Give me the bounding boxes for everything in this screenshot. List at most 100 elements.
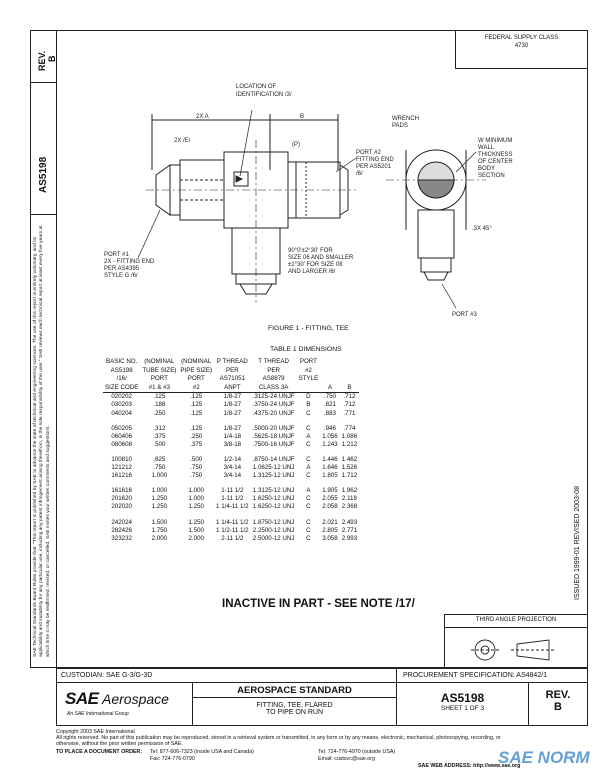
sidebar-rev-label: REV. [37,50,47,71]
branch-port [231,227,281,275]
dim-b-label: B [300,114,304,120]
table-cell: 2.000 [151,534,168,542]
table-header-row-1: BASIC NO. (NOMINAL (NOMINAL P THREAD T T… [103,358,359,367]
spacer-cell [103,512,359,519]
spacer-cell [103,480,359,487]
table-cell: .8750-14 UNJF [252,455,295,463]
header-cell: #2 [178,383,215,394]
table-cell: 282426 [111,526,132,534]
table-cell: .712 [343,393,356,401]
table-cell: 2.368 [341,503,358,511]
table-cell: .500 [153,440,166,448]
title-line-1: FITTING, TEE, FLARED [256,702,333,709]
table-cell: 161616 [111,487,132,495]
table-cell: 1.250 [188,503,204,511]
svg-text:SIZE 06 AND SMALLER: SIZE 06 AND SMALLER [288,255,354,261]
table-cell: 1.712 [341,472,358,480]
table-cell: 1/8-27 [223,401,242,409]
sae-logo: SAE Aerospace An SAE International Group [57,683,193,725]
watermark-logo: SAE NORM [498,748,590,767]
table-cell: 1.000 [188,495,204,503]
table-cell: 1-11 1/2 [221,495,244,503]
drawing-frame: FEDERAL SUPPLY CLASS 4730 [56,30,588,668]
sidebar-rev-cell: REV. B [31,31,57,83]
table-cell: 1.000 [151,472,168,480]
header-cell [320,358,339,367]
issue-revision-note: ISSUED 1999-01 REVISED 2003-08 [574,485,581,600]
svg-text:SECTION: SECTION [478,173,505,179]
table-cell: A [306,432,311,440]
table-cell: 202020 [111,503,132,511]
table-cell: 1.500 [188,526,204,534]
spacer-cell [103,418,359,425]
table-cell: C [306,518,311,526]
table-cell: 2.2500-12 UNJ [252,526,295,534]
table-cell: 1/8-27 [223,409,242,417]
doc-number: AS5198 [440,691,485,705]
table-cell: .125 [190,393,203,401]
procurement-spec: PROCUREMENT SPECIFICATION: AS4842/1 [397,669,587,683]
table-group-spacer [103,449,359,456]
table-group-spacer [103,512,359,519]
svg-text:PER AS5201: PER AS5201 [356,164,392,170]
table-cell: 1 1/4-11 1/2 [216,503,249,511]
header-cell: B [339,383,360,394]
table-cell: C [306,495,311,503]
title-area: AEROSPACE STANDARD FITTING, TEE, FLARED … [193,683,397,725]
table-cell: 2-11 1/2 [221,534,244,542]
header-cell: #1 & #3 [140,383,179,394]
svg-text:PADS: PADS [392,123,408,129]
table-cell: 1 1/2-11 1/2 [216,526,249,534]
dimensions-table: BASIC NO. (NOMINAL (NOMINAL P THREAD T T… [103,358,360,543]
federal-supply-label: FEDERAL SUPPLY CLASS [484,35,559,41]
table-cell: 201620 [111,495,132,503]
figure-caption: FIGURE 1 - FITTING, TEE [268,325,349,332]
table-header-row-3: /16/ PORT PORT AS71051 AS8879 STYLE [103,375,359,384]
table-cell: .625 [153,455,166,463]
svg-text:W MINIMUM: W MINIMUM [478,138,512,144]
header-cell: TUBE SIZE) [142,366,177,374]
header-cell: #2 [304,366,312,374]
table-cell: 2.493 [341,518,358,526]
header-cell: PER [267,366,280,374]
order-label: TO PLACE A DOCUMENT ORDER: [56,749,143,755]
table-cell: .821 [323,401,336,409]
header-cell: PIPE SIZE) [180,366,213,374]
table-cell: 1.000 [151,487,168,495]
svg-text:FITTING END: FITTING END [356,157,394,163]
sidebar-disclaimer: SAE Technical Standards Board Rules prov… [33,225,51,657]
header-cell [340,358,359,367]
table-cell: 121212 [111,464,132,472]
table-cell: .5625-18 UNJF [252,432,295,440]
table-cell: A [306,464,311,472]
fitting-tee-drawing: LOCATION OF IDENTIFICATION /3/ 2X A B 2X… [104,84,513,318]
table-cell: 1.086 [341,432,358,440]
table-cell: C [306,455,311,463]
table-cell: 030203 [111,401,132,409]
projection-symbol-icon [471,639,555,661]
table-cell: C [306,503,311,511]
location-label-line2: IDENTIFICATION /3/ [236,92,292,98]
header-cell: PORT [150,375,168,383]
dim-2xe-label: 2X /E/ [174,138,191,144]
header-cell: A [320,383,340,394]
table-cell: A [306,487,311,495]
table-cell: .750 [190,472,203,480]
header-cell [340,375,359,384]
sheet-number: SHEET 1 OF 3 [440,705,485,712]
table-cell: .750 [190,464,203,472]
table-cell: C [306,526,311,534]
header-cell: ANPT [214,383,251,394]
sidebar-doc-number: AS5198 [38,156,49,193]
table-cell: 060406 [111,432,132,440]
table-cell: .250 [153,409,166,417]
header-cell: /16/ [116,375,127,383]
table-cell: 2.118 [341,495,357,503]
table-cell: .3750-24 UNJF [252,401,295,409]
table-cell: 2.993 [341,534,358,542]
table-header-row-2: AS5198 TUBE SIZE) PIPE SIZE) PER PER #2 [103,367,359,376]
